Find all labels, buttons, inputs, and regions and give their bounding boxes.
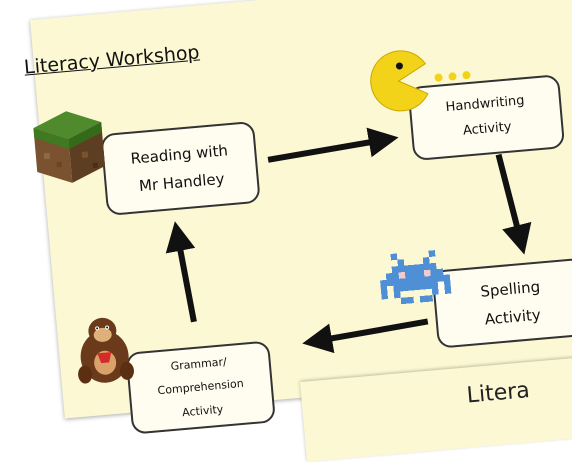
main-sheet: Literacy Workshop Reading with Mr Handle… bbox=[23, 0, 572, 435]
step-reading-box: Reading with Mr Handley bbox=[100, 120, 261, 217]
step-grammar-box: Grammar/ Comprehension Activity bbox=[125, 340, 276, 435]
step-reading-line2: Mr Handley bbox=[138, 169, 226, 196]
flow-arrows bbox=[165, 127, 532, 354]
minecraft-grass-block-icon bbox=[33, 111, 106, 183]
step-spelling-line2: Activity bbox=[483, 305, 542, 329]
pacman-icon bbox=[370, 50, 471, 112]
step-handwriting-line2: Activity bbox=[462, 119, 513, 139]
second-sheet-title: Litera bbox=[465, 378, 531, 409]
space-invader-icon bbox=[380, 250, 452, 305]
arrow-reading-to-handwriting bbox=[267, 127, 399, 163]
donkey-kong-icon bbox=[78, 317, 134, 384]
arrow-spelling-to-grammar bbox=[302, 318, 429, 354]
arrow-grammar-to-reading bbox=[165, 221, 197, 323]
step-spelling-box: Spelling Activity bbox=[431, 257, 572, 349]
step-grammar-line3: Activity bbox=[181, 402, 224, 419]
arrow-handwriting-to-spelling bbox=[495, 153, 532, 255]
